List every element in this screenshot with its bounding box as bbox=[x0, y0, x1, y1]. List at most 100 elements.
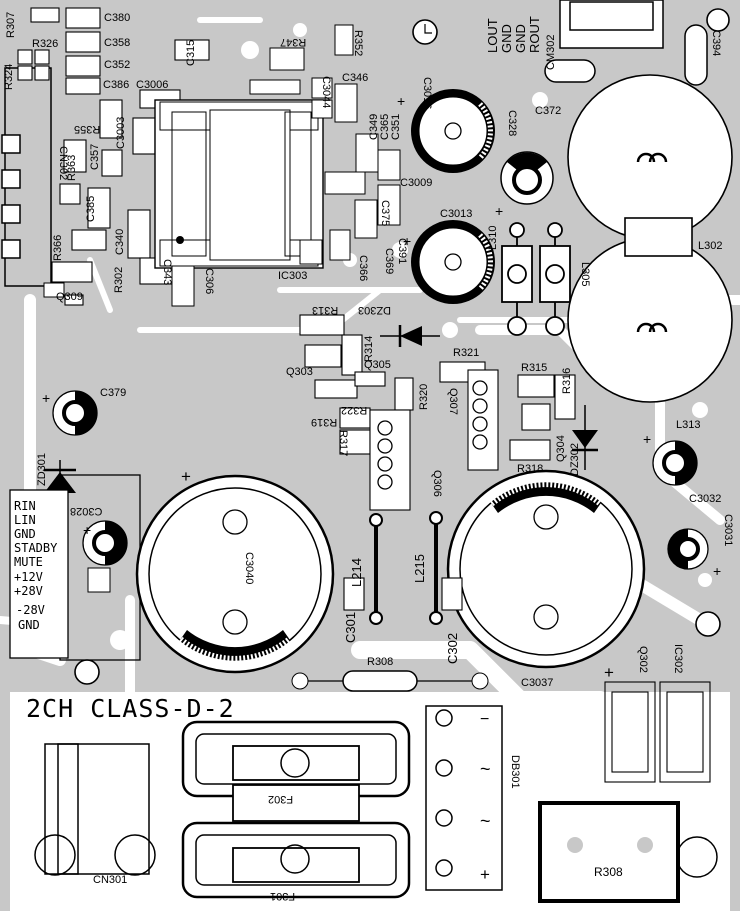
polarity-plus-c3031: + bbox=[713, 563, 722, 579]
cn301-connector bbox=[34, 743, 156, 876]
label-r321: R321 bbox=[453, 347, 480, 359]
label-c358: C358 bbox=[104, 37, 131, 49]
label-r317: R317 bbox=[337, 430, 349, 457]
label-zd301: ZD301 bbox=[36, 452, 48, 486]
label-c3032: C3032 bbox=[689, 493, 722, 505]
power-pin-minus28v: -28V bbox=[16, 603, 45, 617]
label-ic303: IC303 bbox=[278, 270, 308, 282]
label-f302: F302 bbox=[268, 793, 294, 805]
polarity-plus-c3013: + bbox=[403, 233, 412, 249]
label-l215: L215 bbox=[412, 554, 427, 583]
fuse-holders bbox=[181, 720, 411, 899]
label-c372: C372 bbox=[535, 105, 562, 117]
polarity-plus-q302: + bbox=[604, 663, 614, 682]
label-ic302: IC302 bbox=[672, 644, 684, 674]
label-c340: C340 bbox=[114, 228, 126, 255]
label-q306: Q306 bbox=[431, 470, 443, 497]
label-r322: R322 bbox=[341, 404, 368, 416]
label-l214: L214 bbox=[349, 558, 364, 587]
cm302-pin-rout: ROUT bbox=[527, 16, 542, 53]
ic303-outline bbox=[154, 24, 401, 307]
label-l313: L313 bbox=[676, 419, 701, 431]
label-r307: R307 bbox=[5, 11, 17, 38]
label-c386: C386 bbox=[103, 79, 130, 91]
db301-ac-2: ~ bbox=[480, 811, 491, 831]
db301-minus: − bbox=[480, 711, 490, 728]
cm302-pin-gnd-2: GND bbox=[513, 24, 528, 53]
label-c385: C385 bbox=[85, 195, 97, 222]
label-c3028: C3028 bbox=[70, 505, 103, 517]
label-c3006: C3006 bbox=[136, 79, 169, 91]
power-pin-rin: RIN bbox=[14, 499, 36, 513]
c3037-bulk-cap bbox=[446, 469, 646, 669]
label-dz302: DZ302 bbox=[569, 442, 581, 476]
power-pin-gnd-2: GND bbox=[18, 618, 40, 632]
polarity-plus-c379: + bbox=[42, 390, 51, 406]
label-c315: C315 bbox=[185, 39, 197, 66]
db301-plus: + bbox=[480, 865, 490, 884]
label-r302: R302 bbox=[113, 266, 125, 293]
l313-cap bbox=[652, 440, 698, 486]
label-r366: R366 bbox=[52, 234, 64, 261]
label-r347: R347 bbox=[280, 36, 307, 48]
power-pin-28v: +28V bbox=[14, 584, 43, 598]
power-pin-mute: MUTE bbox=[14, 555, 43, 569]
power-pin-standby: STADBY bbox=[14, 541, 58, 555]
label-cn301: CN301 bbox=[93, 874, 128, 886]
label-db301: DB301 bbox=[509, 755, 521, 789]
label-r316: R316 bbox=[561, 367, 573, 394]
cm302-connector bbox=[544, 0, 708, 86]
db301-ac-1: ~ bbox=[480, 759, 491, 779]
coils-l310-l305 bbox=[501, 222, 571, 336]
cn302-outline bbox=[1, 67, 52, 287]
mounting-holes bbox=[74, 8, 730, 685]
c3040-bulk-cap bbox=[135, 474, 335, 674]
label-r318: R318 bbox=[517, 463, 544, 475]
power-pin-12v: +12V bbox=[14, 570, 43, 584]
label-r352: R352 bbox=[352, 30, 364, 57]
polarity-plus-c3040: + bbox=[181, 467, 191, 486]
label-l310: L310 bbox=[487, 225, 499, 250]
label-c357: C357 bbox=[89, 143, 101, 170]
label-r363: R363 bbox=[66, 154, 78, 181]
polarity-plus-c3016: + bbox=[397, 93, 406, 109]
cm302-pin-gnd-1: GND bbox=[499, 24, 514, 53]
cm302-pin-lout: LOUT bbox=[485, 18, 500, 53]
label-c366: C366 bbox=[357, 255, 369, 282]
label-l305: L305 bbox=[579, 262, 591, 287]
label-c3009: C3009 bbox=[400, 177, 433, 189]
label-c302: C302 bbox=[445, 632, 460, 664]
label-q302: Q302 bbox=[637, 646, 649, 673]
l214-l215-jumpers bbox=[369, 511, 443, 625]
label-c3003: C3003 bbox=[115, 116, 127, 149]
middle-smd-parts bbox=[299, 314, 576, 511]
label-q305: Q305 bbox=[364, 359, 391, 371]
label-c3040: C3040 bbox=[243, 552, 255, 585]
polarity-plus-l313: + bbox=[643, 431, 652, 447]
power-pin-lin: LIN bbox=[14, 513, 36, 527]
label-l302: L302 bbox=[698, 240, 723, 252]
transistor-pads bbox=[377, 380, 488, 490]
label-r319: R319 bbox=[311, 416, 338, 428]
label-r313: R313 bbox=[312, 304, 339, 316]
label-c3044: C3044 bbox=[320, 76, 332, 109]
label-r326: R326 bbox=[32, 38, 59, 50]
label-r324: R324 bbox=[3, 63, 15, 90]
label-r308-axial: R308 bbox=[367, 656, 394, 668]
label-c306: C306 bbox=[203, 268, 215, 295]
l302-inductor bbox=[567, 74, 733, 403]
label-c369: C369 bbox=[383, 248, 395, 275]
power-header-outline bbox=[9, 489, 69, 659]
label-q307: Q307 bbox=[447, 388, 459, 415]
label-c394: C394 bbox=[710, 30, 722, 57]
board-title: 2CH CLASS-D-2 bbox=[26, 694, 235, 723]
label-q309: Q309 bbox=[56, 291, 83, 303]
label-q303: Q303 bbox=[286, 366, 313, 378]
label-c3031: C3031 bbox=[722, 514, 734, 547]
dz303-diode bbox=[380, 325, 440, 347]
label-c346: C346 bbox=[342, 72, 369, 84]
label-c3013: C3013 bbox=[440, 208, 473, 220]
label-c379: C379 bbox=[100, 387, 127, 399]
label-c351: C351 bbox=[390, 113, 402, 140]
